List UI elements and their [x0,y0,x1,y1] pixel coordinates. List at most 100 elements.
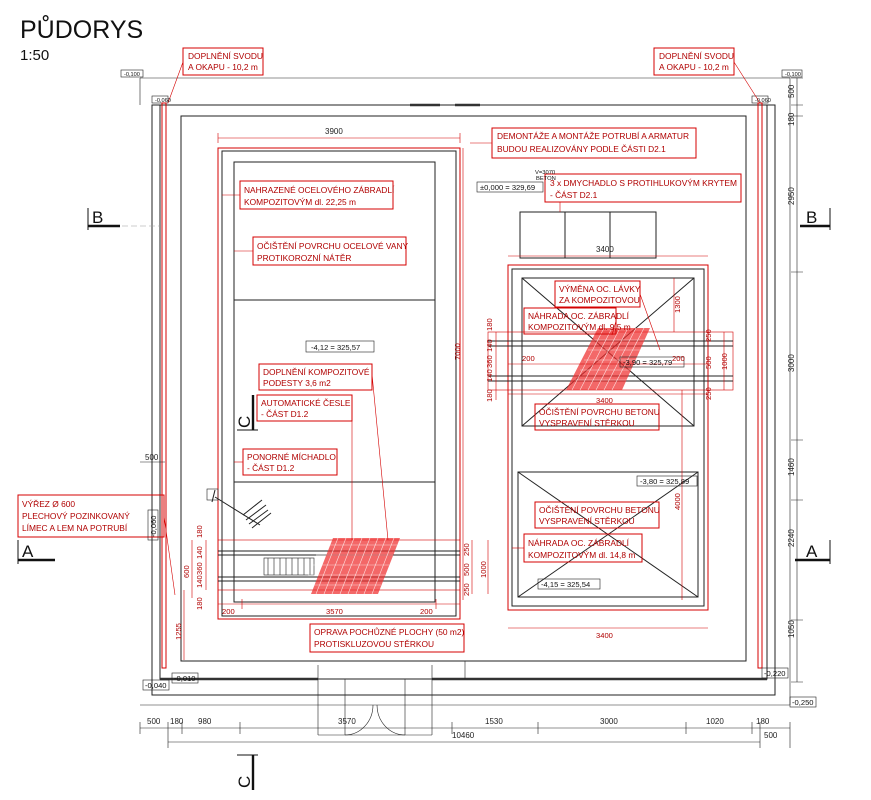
dim-lb-360: 360 [195,562,204,575]
entrance-door[interactable] [317,665,433,736]
note-beton-1b: VYSPRAVENÍ STĚRKOU [539,418,635,428]
level-tank-left: -4,12 = 325,57 [311,343,360,352]
note-svod-left-1: DOPLNĚNÍ SVODU [188,51,263,61]
dim-bottom-1020: 1020 [706,717,724,726]
dim-left-bridge-3570: 3570 [326,607,343,616]
dim-3400-top: 3400 [596,245,614,254]
dim-1300: 1300 [673,296,682,313]
dim-lb-1000: 1000 [479,561,488,578]
dim-right-180: 180 [787,112,796,126]
note-cesle-1: AUTOMATICKÉ ČESLE [261,398,351,408]
note-podesta-2: PODESTY 3,6 m2 [263,378,331,388]
dim-right-3000: 3000 [787,354,796,372]
note-lavka-2: ZA KOMPOZITOVOU [559,295,640,305]
dim-right-2240: 2240 [787,529,796,547]
note-zabradli-14-8-2: KOMPOZITOVÝM dl. 14,8 m [528,550,635,560]
note-michadlo-1: PONORNÉ MÍCHADLO [247,452,336,462]
dim-bottom-right-500: 500 [764,731,778,740]
dim-bottom-500: 500 [147,717,161,726]
note-beton-2a: OČIŠTĚNÍ POVRCHU BETONU [539,505,660,515]
right-bridge [487,327,734,391]
dim-lb-140b: 140 [195,575,204,588]
dim-lb-500: 500 [462,563,471,576]
dim-7000: 7000 [453,343,462,360]
dim-left-bridge-200a: 200 [222,607,235,616]
dim-rb-140b: 140 [485,369,494,382]
note-lavka-1: VÝMĚNA OC. LÁVKY [559,284,641,294]
dim-rb-500: 500 [704,356,713,369]
composite-bridge-right [566,328,650,390]
note-beton-1a: OČIŠTĚNÍ POVRCHU BETONU [539,407,660,417]
dim-lb-140a: 140 [195,546,204,559]
note-demontaze-1: DEMONTÁŽE A MONTÁŽE POTRUBÍ A ARMATUR [497,131,689,141]
annotation-frames [17,47,761,653]
note-pochozi-1: OPRAVA POCHŮZNÉ PLOCHY (50 m2) [314,626,465,637]
note-zabradli-left-2: KOMPOZITOVÝM dl. 22,25 m [244,197,356,207]
level-corner-tl: -0,100 [124,72,140,78]
dim-rb-200b: 200 [672,354,685,363]
dim-right-1050: 1050 [787,620,796,638]
dim-lb-600: 600 [182,565,191,578]
note-podesta-1: DOPLNĚNÍ KOMPOZITOVÉ [263,367,370,377]
level-tank-right-top: -3,90 = 325,79 [623,358,672,367]
note-zabradli-9-5-1: NÁHRADA OC. ZÁBRADLÍ [528,311,630,321]
note-pochozi-2: PROTISKLUZOVOU STĚRKOU [314,639,434,649]
dim-rb-180b: 180 [485,389,494,402]
note-svod-right-2: A OKAPU - 10,2 m [659,62,729,72]
dim-rb-180a: 180 [485,318,494,331]
dim-left-bridge-200b: 200 [420,607,433,616]
dim-lb-250b: 250 [462,583,471,596]
section-c-top: C [235,416,254,428]
level-tank-right-mid: -3,80 = 325,89 [640,477,689,486]
level-small-tl: -0,060 [155,98,171,104]
dim-rb-250b: 250 [704,387,713,400]
section-a-right: A [806,542,818,561]
dim-lb-250a: 250 [462,543,471,556]
level-bottom-left-2: -0,010 [174,674,196,683]
dim-rb-250a: 250 [704,329,713,342]
dim-3900: 3900 [325,127,343,136]
note-vyrez-3: LÍMEC A LEM NA POTRUBÍ [22,523,128,533]
level-zero: ±0,000 = 329,69 [480,183,535,192]
composite-platform-left [311,538,400,594]
left-bridge [217,537,461,595]
left-tank [217,147,461,620]
note-dmychadlo-2: - ČÁST D2.1 [550,190,598,200]
dim-4000: 4000 [673,493,682,510]
dim-left-500: 500 [145,453,159,462]
note-cesle-2: - ČÁST D1.2 [261,409,309,419]
level-corner-tr: -0,100 [785,72,801,78]
note-vana-1: OČIŠTĚNÍ POVRCHU OCELOVÉ VANY [257,241,409,251]
drawing-title: PŮDORYS [20,13,143,44]
section-a-left: A [22,542,34,561]
section-b-left: B [92,208,103,227]
dim-3400-bottom: 3400 [596,631,613,640]
dimension-lines [139,77,803,748]
dim-left-1255: 1255 [174,623,183,640]
dim-bottom-total: 10460 [452,731,475,740]
dim-rb-140a: 140 [485,339,494,352]
dim-lb-180b: 180 [195,597,204,610]
level-beton-1: V=3070 [535,170,555,176]
mixer-symbol [206,488,272,529]
level-tank-right-bot: -4,15 = 325,54 [541,580,590,589]
level-beton-2: BETON [536,176,556,182]
dim-bottom-180b: 180 [756,717,770,726]
dim-rb-1000: 1000 [720,353,729,370]
note-dmychadlo-1: 3 x DMYCHADLO S PROTIHLUKOVÝM KRYTEM [550,178,737,188]
downpipe-left [161,102,167,669]
dim-right-500: 500 [787,84,796,98]
note-zabradli-14-8-1: NÁHRADA OC. ZÁBRADLÍ [528,538,630,548]
drawing-scale: 1:50 [20,47,49,64]
level-bottom-left-1: -0,040 [145,681,167,690]
dim-rb-360: 360 [485,355,494,368]
dim-bottom-980: 980 [198,717,212,726]
dim-right-1460: 1460 [787,458,796,476]
dim-bottom-3570: 3570 [338,717,356,726]
note-vana-2: PROTIKOROZNÍ NÁTĚR [257,253,351,263]
dim-lb-180a: 180 [195,525,204,538]
dim-bottom-180a: 180 [170,717,184,726]
level-small-tr: -0,060 [755,98,771,104]
dim-rb-3400: 3400 [596,396,613,405]
note-beton-2b: VYSPRAVENÍ STĚRKOU [539,516,635,526]
